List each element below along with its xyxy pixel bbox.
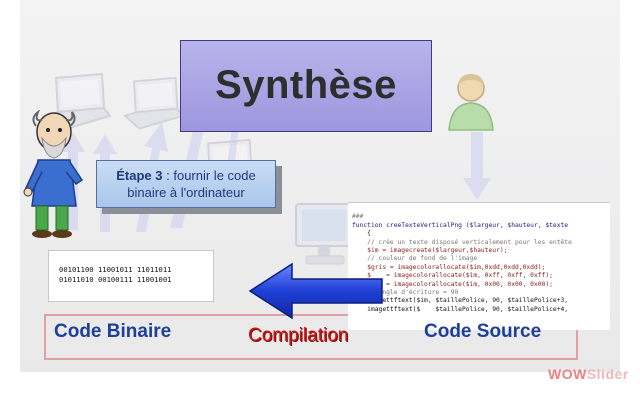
label-code-source: Code Source	[424, 321, 542, 342]
code-line: $ = imagecolorallocate($im, 0xff, 0xff, …	[352, 272, 553, 280]
code-line: imagettftext($ $taillePolice, 90, $taill…	[352, 305, 569, 313]
arrow-left-icon	[248, 262, 383, 320]
code-line: $gris = imagecolorallocate($im,0xdd,0xdd…	[352, 263, 546, 271]
bottom-frame	[44, 314, 578, 360]
binary-line: 00101100 11001011 11011011	[59, 265, 172, 274]
code-line: imagettftext($im, $taillePolice, 90, $ta…	[352, 297, 569, 305]
step-callout: Étape 3 : fournir le code binaire à l'or…	[96, 160, 276, 208]
code-line: ###	[352, 213, 364, 221]
step-text: : fournir le code	[162, 168, 256, 183]
user-icon	[448, 74, 494, 131]
source-code-panel: ###function creeTexteVerticalPng ($large…	[348, 202, 610, 330]
watermark-part2: Slider	[586, 366, 629, 382]
watermark-part1: WOW	[548, 366, 587, 382]
code-line: $ = imagecolorallocate($im, 0x00, 0x00, …	[352, 280, 553, 288]
slide-title: Synthèse	[215, 63, 397, 107]
arrow-down-icon	[463, 132, 491, 200]
code-line: {	[352, 230, 371, 238]
step-line-1: Étape 3 : fournir le code	[97, 167, 275, 184]
code-line: function creeTexteVerticalPng ($largeur,…	[352, 221, 569, 229]
code-line: // angle d'écriture = 90	[352, 289, 459, 297]
binary-code-box: 00101100 11001011 11011011 01011010 0010…	[48, 250, 214, 302]
code-line: // couleur de fond de l'image	[352, 255, 478, 263]
label-compilation: Compilation	[248, 325, 349, 346]
step-line-2: binaire à l'ordinateur	[127, 185, 245, 200]
slide: Synthèse Étape 3 : fournir le code binai…	[20, 0, 620, 372]
step-number: Étape 3	[116, 168, 163, 183]
code-line: $im = imagecreate($largeur,$hauteur);	[352, 247, 508, 255]
binary-line: 01011010 00100111 11001001	[59, 275, 172, 284]
label-code-binaire: Code Binaire	[54, 321, 172, 342]
programmer-character	[23, 110, 84, 238]
monitor-icon	[295, 203, 353, 265]
title-box: Synthèse	[180, 40, 432, 132]
watermark: WOWSlider	[548, 366, 629, 382]
code-line: // crée un texte disposé verticalement p…	[352, 238, 572, 246]
